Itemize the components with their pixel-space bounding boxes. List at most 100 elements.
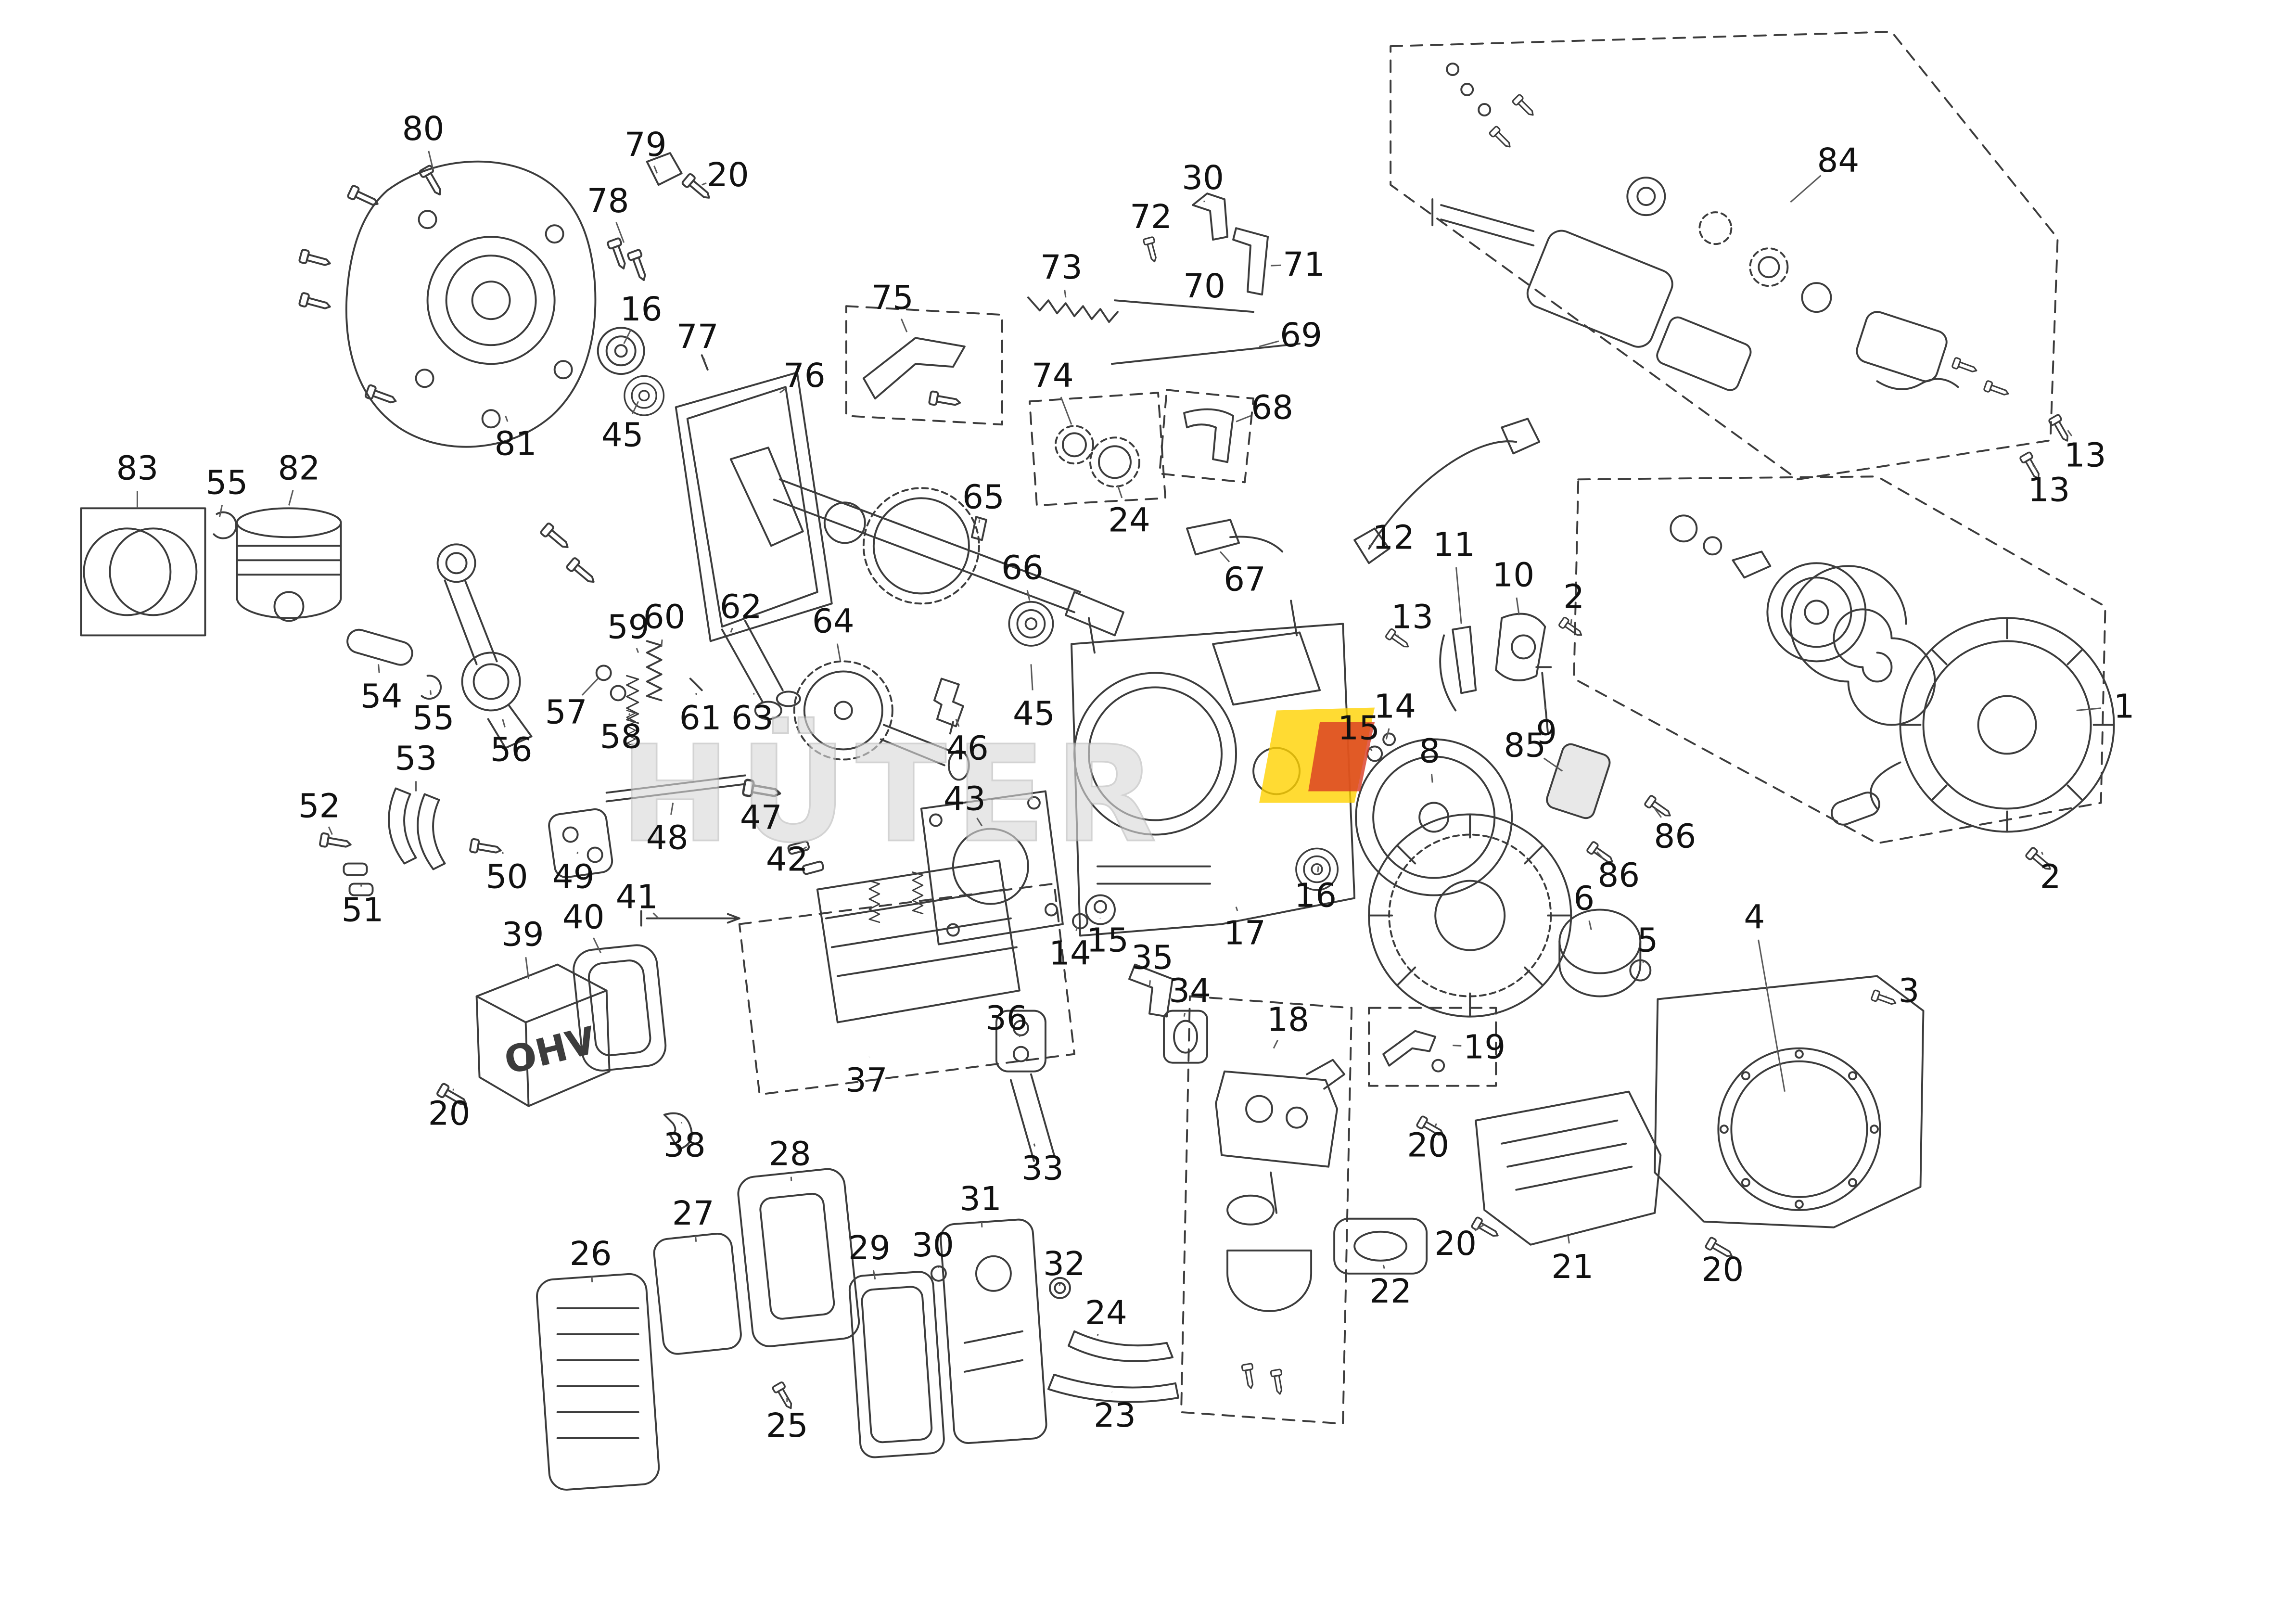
- callout-leader-49: [576, 852, 579, 854]
- callout-leader-57: [581, 678, 599, 696]
- callout-leader-40: [593, 937, 602, 954]
- callout-25: 25: [766, 1406, 808, 1445]
- callout-2: 2: [1563, 577, 1584, 616]
- valvetrain-drawing: [595, 620, 801, 747]
- callout-27: 27: [672, 1194, 714, 1233]
- callout-60: 60: [643, 598, 686, 636]
- callout-30: 30: [1182, 159, 1224, 197]
- callout-leader-54: [378, 664, 380, 673]
- callout-leader-18: [1273, 1039, 1278, 1049]
- callout-leader-71: [1271, 264, 1281, 267]
- callout-leader-85: [1543, 757, 1563, 772]
- callout-71: 71: [1283, 245, 1325, 284]
- callout-20: 20: [1434, 1225, 1477, 1263]
- callout-49: 49: [552, 858, 595, 896]
- callout-72: 72: [1130, 198, 1172, 236]
- callout-24: 24: [1108, 501, 1150, 539]
- callout-leader-17: [1235, 907, 1238, 911]
- callout-66: 66: [1001, 549, 1044, 587]
- callout-24: 24: [1085, 1294, 1127, 1332]
- callout-leader-80: [428, 151, 434, 171]
- callout-4: 4: [1744, 898, 1765, 937]
- callout-58: 58: [600, 717, 642, 756]
- callout-84: 84: [1817, 141, 1860, 180]
- callout-leader-20: [1434, 1123, 1437, 1127]
- lower-brackets-drawing: [1047, 1330, 1179, 1403]
- diagram-art: [80, 31, 2115, 1491]
- callout-leader-2: [2041, 852, 2043, 855]
- callout-21: 21: [1551, 1248, 1594, 1286]
- callout-leader-20: [1474, 1224, 1485, 1231]
- starter-motor-drawing: [1390, 31, 2073, 482]
- callout-10: 10: [1492, 556, 1534, 594]
- callout-29: 29: [848, 1229, 891, 1267]
- callout-16: 16: [620, 290, 663, 329]
- callout-leader-15: [1369, 747, 1373, 752]
- callout-35: 35: [1131, 939, 1174, 977]
- plug-wire-drawing: [1353, 418, 1541, 564]
- callout-leader-20: [702, 182, 707, 186]
- callout-13: 13: [2064, 436, 2106, 474]
- callout-leader-86: [1596, 851, 1604, 859]
- ohv-label: OHV: [500, 1019, 600, 1083]
- callout-23: 23: [1094, 1396, 1136, 1435]
- callout-26: 26: [570, 1235, 612, 1273]
- carburetor-drawing: [1180, 995, 1353, 1425]
- callout-62: 62: [720, 588, 762, 626]
- callout-leader-14: [1385, 728, 1390, 740]
- callout-78: 78: [587, 182, 629, 220]
- callout-leader-61: [695, 693, 697, 695]
- callout-leader-59: [636, 648, 639, 653]
- callout-leader-36: [1017, 1033, 1021, 1037]
- callout-57: 57: [545, 693, 587, 731]
- callout-13: 13: [2028, 471, 2070, 509]
- callout-leader-8: [1431, 774, 1433, 783]
- callout-leader-46: [955, 718, 960, 727]
- callout-14: 14: [1049, 934, 1091, 973]
- callout-leader-32: [1059, 1283, 1061, 1287]
- callout-54: 54: [360, 677, 403, 716]
- callout-16: 16: [1294, 877, 1337, 915]
- callout-3: 3: [1899, 972, 1920, 1010]
- flywheel-drawing: [1355, 738, 1652, 1087]
- linkage-drawing: [1027, 192, 1301, 365]
- callout-45: 45: [601, 416, 644, 454]
- callout-19: 19: [1463, 1028, 1505, 1067]
- callout-leader-29: [872, 1270, 876, 1280]
- callout-81: 81: [495, 424, 537, 463]
- crankshaft-drawing: [729, 447, 1124, 647]
- callout-leader-12: [1368, 544, 1372, 547]
- callout-1: 1: [2114, 687, 2135, 726]
- watermark-text: HÜTER: [619, 716, 1165, 872]
- callout-leader-82: [288, 490, 294, 506]
- callout-leader-24: [1097, 1334, 1099, 1336]
- pump-and-rod-drawing: [319, 774, 781, 896]
- callout-46: 46: [946, 729, 989, 767]
- callout-leader-65: [978, 519, 981, 523]
- piston-group-drawing: [80, 507, 599, 749]
- callout-leader-33: [1033, 1143, 1036, 1147]
- callout-53: 53: [395, 739, 437, 778]
- callout-leader-48: [670, 803, 674, 815]
- callout-59: 59: [607, 608, 650, 646]
- callout-leader-39: [525, 957, 530, 979]
- crankcase-cover-drawing: [298, 152, 714, 448]
- callout-86: 86: [1654, 818, 1696, 856]
- callout-38: 38: [663, 1126, 706, 1165]
- callout-34: 34: [1169, 972, 1211, 1010]
- callout-leader-69: [1259, 340, 1279, 347]
- callout-leader-6: [1588, 920, 1592, 930]
- callout-22: 22: [1369, 1272, 1412, 1311]
- callout-65: 65: [962, 478, 1005, 516]
- breather-plate-drawing: [845, 305, 1003, 426]
- callout-67: 67: [1224, 560, 1266, 599]
- callout-79: 79: [625, 126, 667, 164]
- callout-leader-56: [502, 719, 506, 728]
- callout-leader-58: [628, 713, 631, 716]
- callout-leader-16: [623, 329, 632, 344]
- callout-55: 55: [412, 699, 455, 737]
- callout-15: 15: [1086, 921, 1129, 960]
- callout-leader-27: [695, 1236, 697, 1242]
